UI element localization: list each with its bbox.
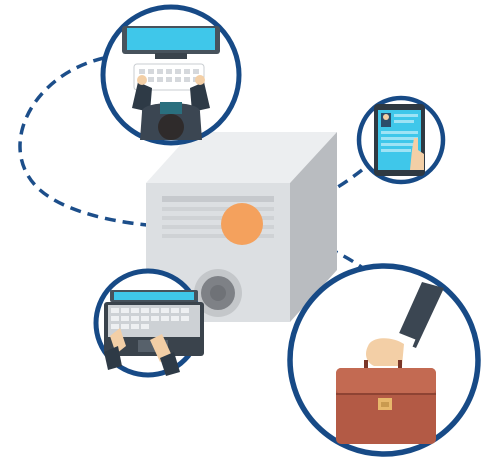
laptop-node <box>93 268 204 378</box>
desktop-user-icon <box>122 26 220 140</box>
tablet-touch-icon <box>374 104 425 176</box>
briefcase-node <box>287 263 481 457</box>
hub-connector <box>221 203 263 245</box>
briefcase-hand-icon <box>336 282 444 444</box>
tablet-node <box>356 95 446 185</box>
laptop-typing-icon <box>104 290 204 376</box>
link-desktop <box>18 56 241 230</box>
desktop-node <box>100 4 242 146</box>
